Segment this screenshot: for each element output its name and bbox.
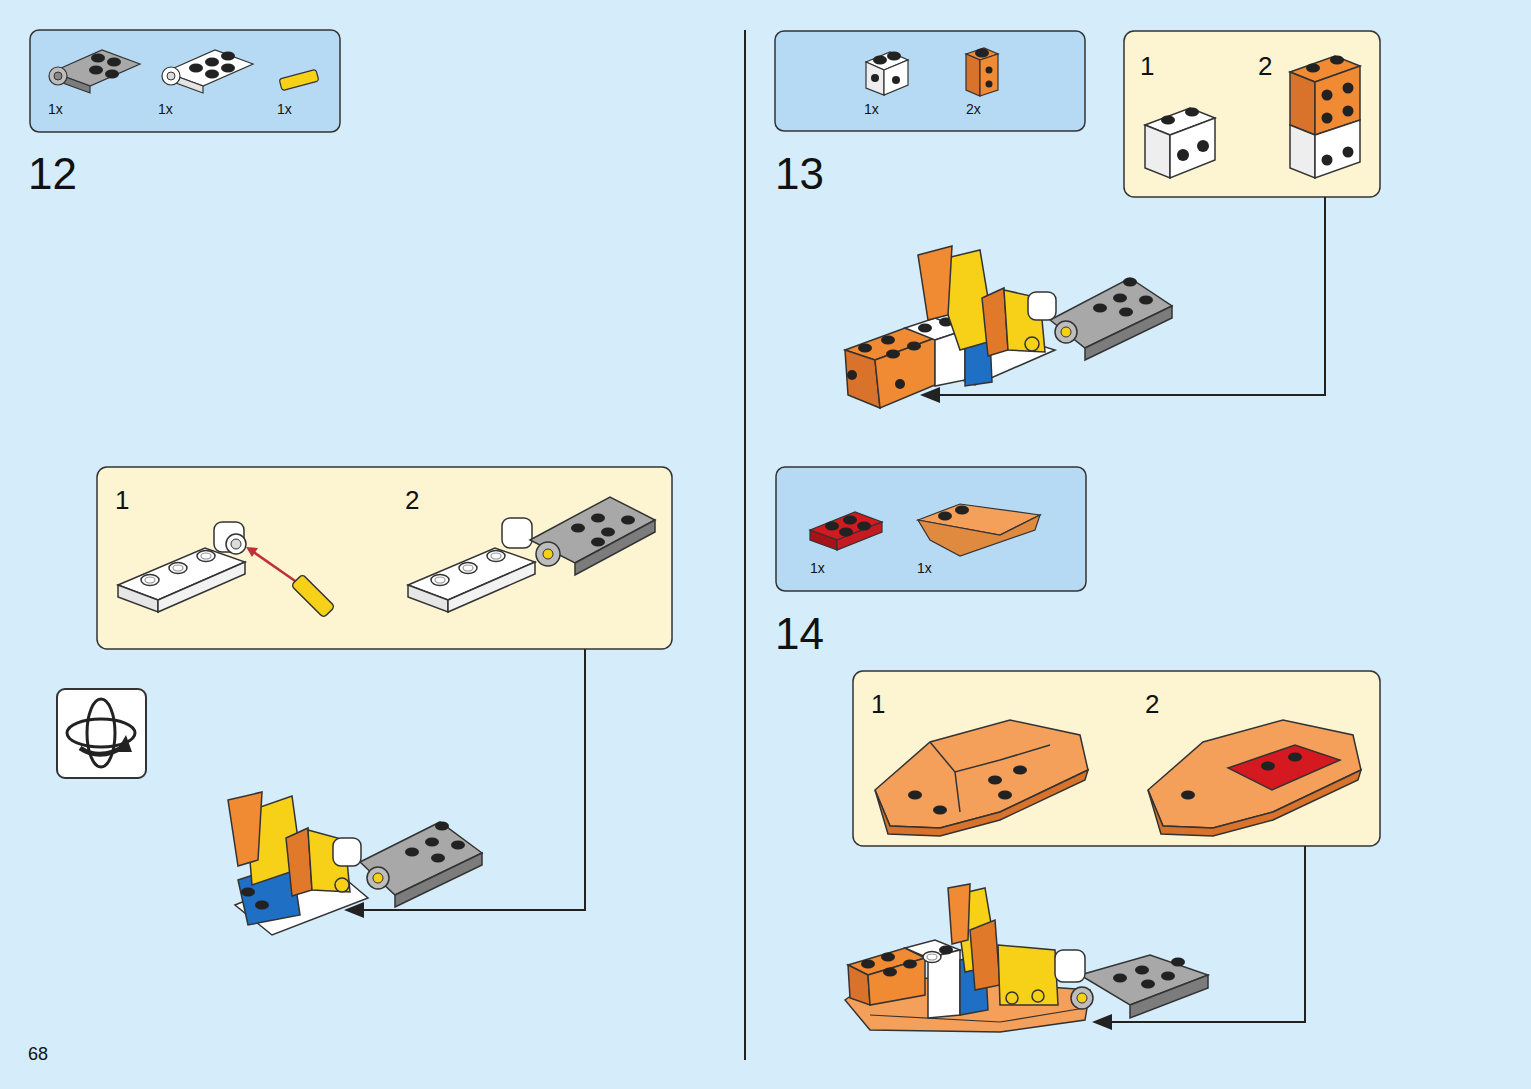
part-quantity: 1x: [864, 102, 879, 116]
part-quantity: 1x: [158, 102, 173, 116]
step-number: 12: [28, 152, 77, 196]
part-quantity: 1x: [48, 102, 63, 116]
substep-number: 2: [1258, 53, 1272, 79]
substep-number: 2: [405, 487, 419, 513]
substep-box: 12: [853, 671, 1380, 846]
parts-callout: 1x 1x: [776, 467, 1086, 591]
substep-number: 1: [1140, 53, 1154, 79]
part-quantity: 1x: [277, 102, 292, 116]
step-number: 13: [775, 152, 824, 196]
part-quantity: 2x: [966, 102, 981, 116]
part-quantity: 1x: [810, 561, 825, 575]
substep-box: 12: [97, 467, 672, 649]
page-number: 68: [28, 1045, 48, 1063]
part-quantity: 1x: [917, 561, 932, 575]
substep-box: 12: [1124, 31, 1380, 197]
parts-callout: 1x 2x: [775, 31, 1085, 131]
substep-number: 1: [871, 691, 885, 717]
substep-number: 2: [1145, 691, 1159, 717]
substep-number: 1: [115, 487, 129, 513]
parts-callout: 1x 1x 1x: [30, 30, 340, 132]
step-number: 14: [775, 612, 824, 656]
